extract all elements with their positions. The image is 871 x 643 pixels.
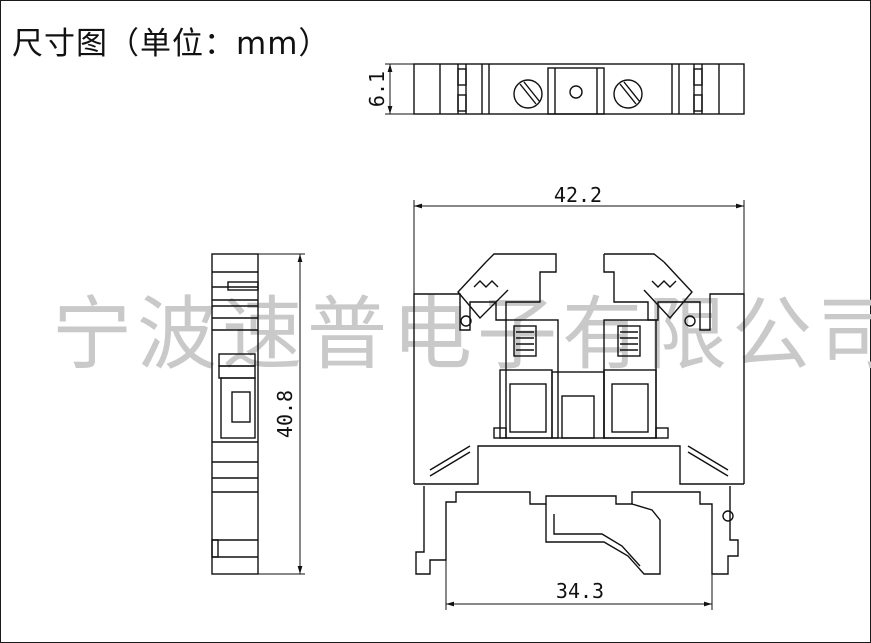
thickness-dimension-label: 6.1 bbox=[365, 71, 389, 107]
width-dimension-label: 42.2 bbox=[554, 183, 602, 207]
top-view bbox=[385, 63, 745, 115]
height-dimension-label: 40.8 bbox=[273, 390, 297, 438]
watermark-text: 宁波速普电子有限公司 bbox=[52, 288, 871, 381]
foot-width-dimension-label: 34.3 bbox=[556, 579, 604, 603]
side-view bbox=[211, 253, 305, 575]
front-view bbox=[413, 200, 745, 610]
drawing-title: 尺寸图（单位：mm） bbox=[12, 26, 331, 62]
